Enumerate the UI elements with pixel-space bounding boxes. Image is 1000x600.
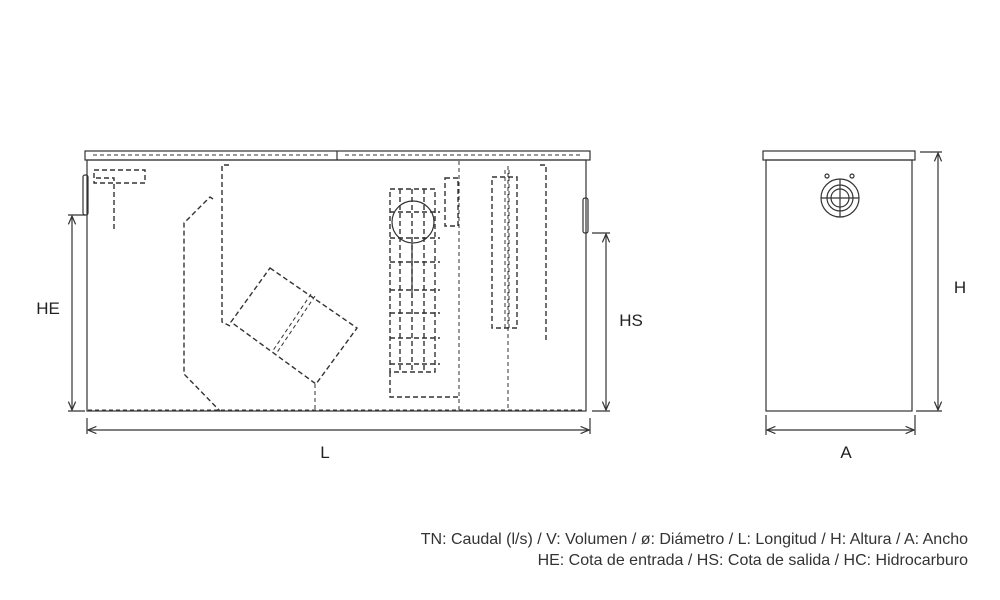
dimension-label-hs: HS — [619, 311, 643, 330]
pipe-connection-icon — [820, 173, 860, 218]
legend-line-2: HE: Cota de entrada / HS: Cota de salida… — [537, 552, 968, 569]
legend: TN: Caudal (l/s) / V: Volumen / ø: Diáme… — [421, 529, 968, 571]
dimension-label-h: H — [953, 278, 967, 297]
inlet-flange — [82, 174, 89, 216]
filter-grid — [389, 177, 459, 398]
outlet-flange — [582, 197, 589, 234]
dimension-label-a: A — [840, 443, 852, 462]
coalescing-cylinder — [230, 267, 358, 385]
front-view — [82, 150, 591, 412]
baffle — [221, 164, 233, 328]
float-ball — [391, 200, 435, 244]
tank-body — [86, 159, 587, 412]
dimension-label-l: L — [320, 443, 330, 462]
legend-line-1: TN: Caudal (l/s) / V: Volumen / ø: Diáme… — [420, 531, 968, 548]
dimension-label-he: HE — [36, 299, 60, 318]
inlet-deflector — [183, 196, 221, 412]
side-view — [762, 150, 916, 412]
outlet-tube — [491, 170, 518, 329]
inlet-box — [93, 169, 146, 184]
dimension-lines — [68, 151, 942, 435]
